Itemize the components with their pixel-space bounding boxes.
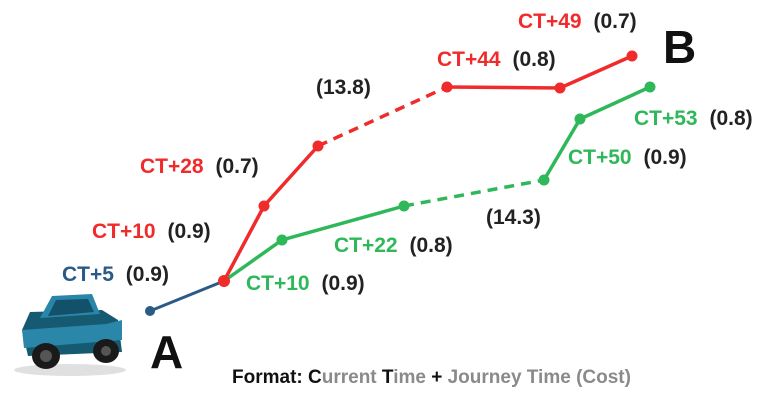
format-journey-time: Journey Time bbox=[448, 367, 571, 388]
label-time: CT+49 bbox=[518, 10, 582, 33]
label-time: CT+5 bbox=[62, 263, 114, 286]
green-route-dashed bbox=[403, 178, 545, 208]
label-cost: (0.8) bbox=[709, 107, 752, 130]
label-cost: (0.9) bbox=[126, 263, 169, 286]
label-time: CT+53 bbox=[634, 107, 698, 130]
label-cost: (0.9) bbox=[167, 220, 210, 243]
format-paren-close: ) bbox=[625, 367, 631, 388]
format-t-initial: T bbox=[382, 367, 394, 388]
format-legend: Format: Current Time + Journey Time (Cos… bbox=[232, 367, 631, 388]
format-c-initial: C bbox=[308, 367, 322, 388]
label-time: CT+44 bbox=[437, 48, 501, 71]
label-cost: (0.9) bbox=[321, 272, 364, 295]
label-green-4: CT+53 (0.8) bbox=[634, 107, 753, 130]
label-red-gap: (13.8) bbox=[316, 76, 371, 99]
label-green-3: CT+50 (0.9) bbox=[568, 146, 687, 169]
label-red-2: CT+28 (0.7) bbox=[140, 155, 259, 178]
blue-start-point bbox=[145, 306, 155, 316]
label-cost: (0.9) bbox=[643, 146, 686, 169]
label-blue-1: CT+5 (0.9) bbox=[62, 263, 169, 286]
red-route-dashed bbox=[317, 85, 448, 148]
junction-point bbox=[218, 275, 230, 287]
label-cost: (0.7) bbox=[593, 10, 636, 33]
label-time: CT+28 bbox=[140, 155, 204, 178]
label-time: CT+10 bbox=[92, 220, 156, 243]
car-icon bbox=[14, 294, 126, 376]
red-point bbox=[258, 200, 270, 212]
format-cost: Cost bbox=[582, 367, 625, 388]
green-point bbox=[538, 174, 550, 186]
blue-route-segment bbox=[149, 279, 225, 313]
format-plus: + bbox=[426, 367, 448, 388]
label-red-3: CT+44 (0.8) bbox=[437, 48, 556, 71]
node-a-label: A bbox=[150, 326, 183, 378]
format-paren-open: ( bbox=[571, 367, 583, 388]
format-prefix: Format: bbox=[232, 367, 308, 388]
label-cost: (0.8) bbox=[512, 48, 555, 71]
red-point bbox=[626, 50, 638, 62]
label-cost: (0.8) bbox=[409, 234, 452, 257]
label-time: CT+10 bbox=[246, 272, 310, 295]
label-cost: (0.7) bbox=[215, 155, 258, 178]
red-point bbox=[554, 82, 566, 94]
green-point bbox=[276, 234, 288, 246]
format-time-rest: ime bbox=[393, 367, 426, 388]
green-point bbox=[644, 81, 656, 93]
green-point bbox=[574, 113, 586, 125]
red-point bbox=[441, 81, 453, 93]
red-point bbox=[312, 140, 324, 152]
label-time: CT+50 bbox=[568, 146, 632, 169]
label-red-1: CT+10 (0.9) bbox=[92, 220, 211, 243]
format-current-rest: urrent bbox=[322, 367, 382, 388]
label-red-4: CT+49 (0.7) bbox=[518, 10, 637, 33]
label-green-1: CT+10 (0.9) bbox=[246, 272, 365, 295]
label-green-2: CT+22 (0.8) bbox=[334, 234, 453, 257]
node-b-label: B bbox=[663, 21, 696, 73]
label-green-gap: (14.3) bbox=[486, 206, 541, 229]
green-point bbox=[398, 200, 410, 212]
label-time: CT+22 bbox=[334, 234, 398, 257]
